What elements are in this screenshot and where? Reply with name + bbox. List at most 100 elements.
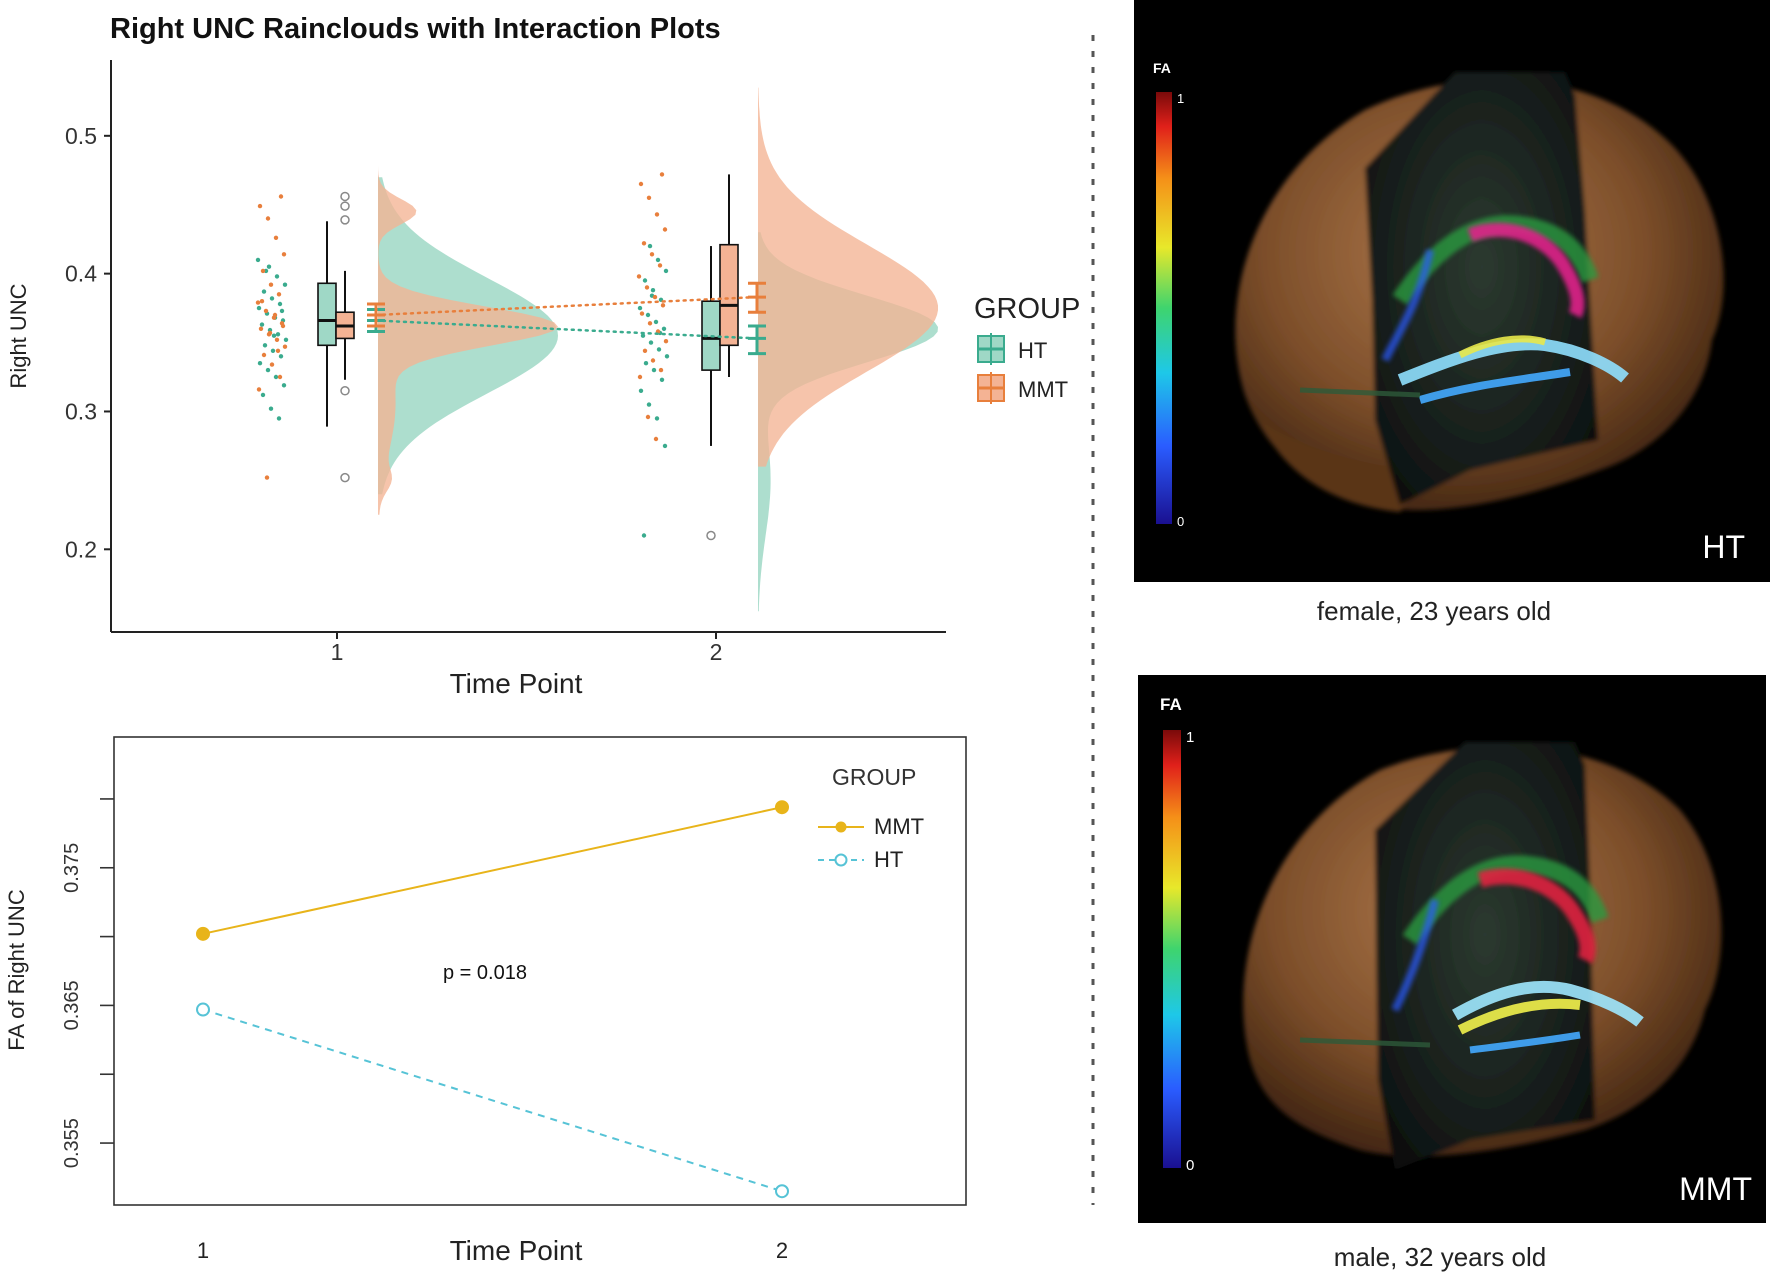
series-line-mmt (202, 806, 783, 935)
rain-point-mmt (264, 475, 270, 480)
rain-point-mmt (641, 241, 647, 246)
x-tick-label: 2 (710, 639, 723, 665)
rain-point-mmt (280, 323, 286, 329)
rain-point-mmt (282, 344, 288, 349)
fa-colorbar (1156, 92, 1172, 524)
brain-panel-ht: FA 1 0 HT (1134, 0, 1770, 582)
outlier-point (340, 215, 350, 225)
rain-point-mmt (644, 285, 650, 290)
box (317, 282, 337, 347)
boxplot-mmt-t2 (719, 174, 739, 378)
series-point-mmt (775, 800, 789, 815)
rain-point-ht (640, 333, 646, 338)
colorbar-title: FA (1153, 60, 1171, 76)
rain-point-ht (281, 383, 287, 388)
rain-point-mmt (652, 294, 658, 300)
outlier-point (340, 472, 350, 483)
rain-point-ht (277, 301, 283, 307)
rain-point-ht (276, 416, 282, 421)
rain-point-mmt (267, 330, 273, 336)
density-cloud-mmt-t1 (378, 156, 558, 515)
rain-point-mmt (275, 348, 281, 353)
interaction-line-ht (374, 319, 759, 340)
y-tick-label: 0.4 (65, 261, 97, 287)
fa-colorbar (1163, 730, 1181, 1168)
rain-point-ht (283, 337, 289, 342)
series-line-ht (202, 1008, 783, 1193)
rain-point-ht (651, 367, 657, 373)
outlier-point (340, 201, 350, 211)
legend-label-mmt: MMT (874, 814, 924, 839)
group-badge: HT (1702, 529, 1745, 565)
rain-point-mmt (649, 252, 655, 257)
box (719, 243, 739, 347)
rain-point-mmt (658, 367, 664, 373)
rain-point-mmt (281, 252, 287, 257)
interaction-line-mmt (374, 295, 759, 317)
x-tick-label: 1 (197, 1238, 209, 1263)
mean-ci-mmt-t2 (748, 281, 766, 314)
legend-label-mmt: MMT (1018, 377, 1068, 402)
rain-point-ht (279, 308, 285, 314)
rain-point-ht (641, 533, 647, 538)
rain-point-mmt (265, 216, 271, 221)
rain-point-mmt (260, 268, 266, 274)
rain-point-ht (655, 257, 661, 263)
colorbar-min-label: 0 (1177, 514, 1184, 529)
rain-point-ht (650, 288, 656, 293)
mean-ci-ht-t2 (748, 324, 766, 356)
x-tick-label: 1 (331, 639, 344, 665)
mean-ci-mmt-t1 (367, 302, 385, 328)
rain-point-mmt (278, 194, 284, 199)
rain-point-mmt (261, 352, 267, 358)
chart-title: Right UNC Rainclouds with Interaction Pl… (110, 13, 721, 45)
rain-point-ht (270, 348, 276, 353)
rain-point-ht (661, 326, 667, 331)
rain-point-ht (266, 264, 272, 269)
rain-point-ht (259, 322, 265, 327)
rain-point-ht (265, 367, 271, 373)
rain-point-mmt (638, 181, 644, 187)
rain-point-ht (273, 374, 279, 380)
plot-frame (113, 736, 967, 1206)
series-point-ht (775, 1184, 789, 1199)
legend: GROUP HT MMT (974, 293, 1080, 404)
rain-point-mmt (259, 299, 265, 304)
rain-point-mmt (659, 172, 665, 177)
rain-point-mmt (639, 311, 645, 316)
series-point-mmt (196, 926, 210, 941)
rain-point-ht (659, 377, 665, 382)
y-tick-label: 0.375 (61, 843, 83, 893)
rain-point-ht (664, 354, 670, 359)
density-cloud-mmt-t2 (758, 87, 938, 467)
badge-box (1500, 512, 1750, 564)
rain-point-ht (645, 312, 651, 318)
x-tick-label: 2 (776, 1238, 788, 1263)
rain-point-ht (663, 268, 669, 274)
legend: GROUP MMT HT (818, 764, 924, 872)
rain-point-mmt (662, 227, 668, 232)
brain-caption-mmt: male, 32 years old (1334, 1242, 1546, 1272)
rain-point-mmt (650, 358, 656, 363)
rain-point-ht (643, 361, 649, 366)
rain-point-mmt (268, 282, 274, 287)
rain-point-mmt (272, 312, 278, 318)
rain-point-ht (255, 257, 261, 263)
group-badge: MMT (1679, 1171, 1752, 1207)
colorbar-max-label: 1 (1186, 729, 1194, 746)
legend-key-ht (818, 853, 864, 867)
rain-point-mmt (277, 374, 283, 380)
legend-key-ht (977, 333, 1005, 365)
rain-point-mmt (255, 300, 261, 305)
rain-point-mmt (637, 374, 643, 380)
brain-rendering (1243, 742, 1722, 1170)
legend-title: GROUP (974, 293, 1080, 325)
rain-point-mmt (258, 326, 264, 331)
rain-point-ht (647, 243, 653, 249)
rain-point-mmt (274, 337, 280, 342)
rain-point-ht (637, 305, 643, 311)
tractography (1299, 215, 1629, 404)
rain-point-ht (278, 354, 284, 359)
legend-label-ht: HT (1018, 338, 1047, 363)
